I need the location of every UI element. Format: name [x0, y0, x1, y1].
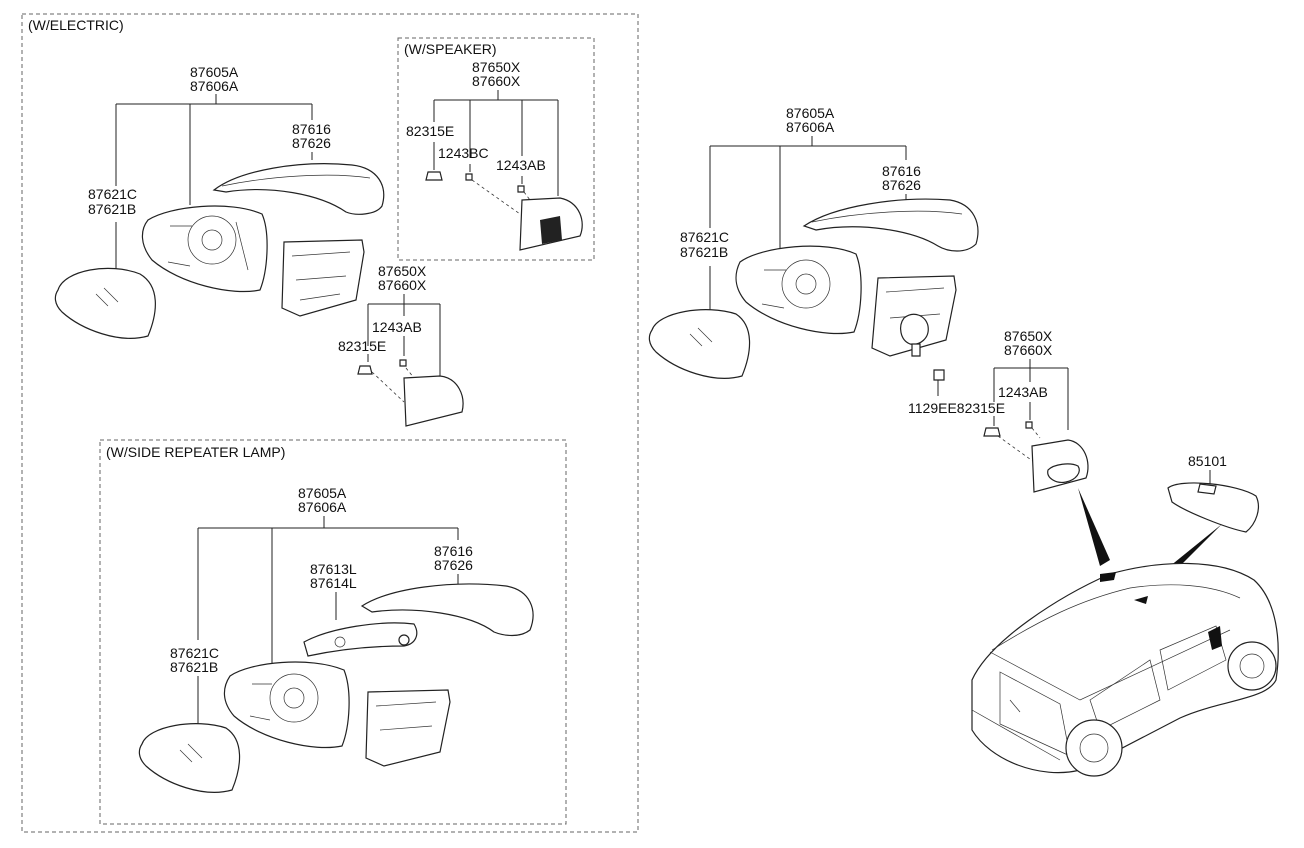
part-number: 87605A — [298, 485, 347, 501]
part-number: 87621B — [680, 244, 728, 260]
mirror-housing — [141, 205, 268, 293]
part-number: 87606A — [298, 499, 347, 515]
speaker-section: 87650X 87660X 82315E 1243BC 1243AB — [406, 59, 583, 251]
bolt-icon — [933, 369, 945, 381]
inside-mirror — [1167, 482, 1259, 533]
mirror-housing — [735, 245, 862, 335]
part-number: 1129EE82315E — [908, 400, 1005, 416]
standard-section: 87605A 87606A 87616 87626 87621C 87621B … — [648, 105, 1089, 493]
part-number: 87660X — [472, 73, 521, 89]
part-number: 87616 — [882, 163, 921, 179]
clip-icon — [357, 365, 373, 375]
clip-icon — [425, 171, 443, 181]
leader-arrow — [1078, 488, 1110, 566]
repeater-group-label: (W/SIDE REPEATER LAMP) — [106, 444, 285, 460]
part-number: 87613L — [310, 561, 357, 577]
mirror-glass — [648, 309, 751, 379]
part-number: 87660X — [378, 277, 427, 293]
part-number: 87616 — [434, 543, 473, 559]
electric-group-label: (W/ELECTRIC) — [28, 17, 124, 33]
electric-group-box — [21, 13, 639, 833]
part-number: 87626 — [292, 135, 331, 151]
mirror-cover — [360, 583, 534, 637]
clip-icon — [983, 427, 1001, 437]
part-number: 87621C — [88, 186, 137, 202]
screw-icon — [465, 173, 473, 181]
part-number: 87621B — [170, 659, 218, 675]
part-number: 87650X — [472, 59, 521, 75]
part-number: 1243AB — [372, 319, 422, 335]
car-illustration — [971, 562, 1279, 777]
part-number: 87614L — [310, 575, 357, 591]
speaker-grille — [540, 216, 562, 244]
part-number: 87650X — [1004, 328, 1053, 344]
part-number: 87621C — [170, 645, 219, 661]
part-number: 87650X — [378, 263, 427, 279]
part-number: 87606A — [190, 78, 239, 94]
part-number: 1243AB — [998, 384, 1048, 400]
part-number: 82315E — [406, 123, 454, 139]
part-number: 87626 — [882, 177, 921, 193]
part-number: 1243BC — [438, 145, 489, 161]
part-number: 87605A — [786, 105, 835, 121]
repeater-group-box — [99, 439, 567, 825]
screw-icon — [1025, 421, 1033, 429]
mirror-cover — [802, 198, 979, 252]
part-number: 87626 — [434, 557, 473, 573]
part-number: 85101 — [1188, 453, 1227, 469]
speaker-group-box — [397, 37, 595, 261]
screw-icon — [517, 185, 525, 193]
part-number: 87660X — [1004, 342, 1053, 358]
inside-mirror-section: 85101 — [1167, 453, 1259, 533]
screw-icon — [399, 359, 407, 367]
camera-icon — [1047, 463, 1080, 483]
part-number: 87621B — [88, 201, 136, 217]
part-number: 87616 — [292, 121, 331, 137]
mirror-motor — [900, 313, 929, 345]
part-number: 87621C — [680, 229, 729, 245]
mirror-cover — [212, 163, 385, 215]
electric-section: 87605A 87606A 87616 87626 87621C 87621B … — [54, 64, 464, 427]
mirror-cap — [403, 375, 464, 427]
mirror-glass — [138, 723, 241, 793]
repeater-section: 87605A 87606A 87616 87626 87613L 87614L … — [138, 485, 534, 793]
part-number: 82315E — [338, 338, 386, 354]
part-number: 87606A — [786, 119, 835, 135]
part-number: 1243AB — [496, 157, 546, 173]
speaker-group-label: (W/SPEAKER) — [404, 41, 497, 57]
part-number: 87605A — [190, 64, 239, 80]
repeater-lamp — [303, 622, 418, 657]
